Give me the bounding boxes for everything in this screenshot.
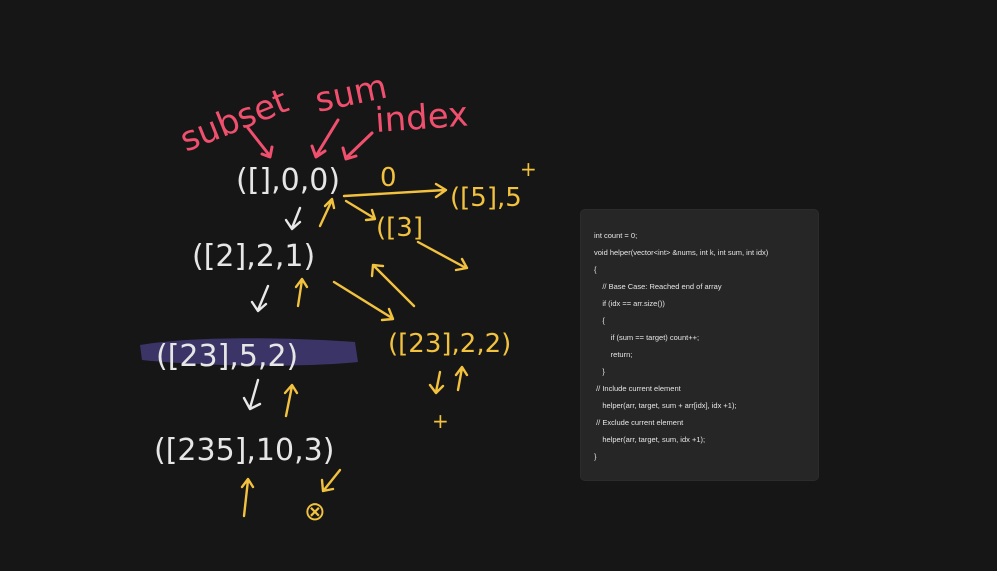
arrow-left2-down — [242, 378, 262, 411]
node-left2: ([23],5,2) — [156, 339, 298, 374]
label-subset: subset — [174, 81, 294, 160]
code-line: helper(arr, target, sum, idx +1); — [594, 435, 706, 444]
code-line: void helper(vector<int> &nums, int k, in… — [594, 248, 769, 257]
arrow-right2-up-2 — [454, 365, 469, 392]
arrow-right1-down — [416, 240, 469, 272]
arrow-left1-to-right2 — [332, 280, 395, 322]
node-left3: ([235],10,3) — [154, 433, 334, 468]
code-line: int count = 0; — [594, 231, 638, 240]
code-line: } — [594, 367, 605, 376]
node-circle-x: ⊗ — [304, 497, 326, 527]
node-left1: ([2],2,1) — [192, 239, 315, 274]
node-right2: ([23],2,2) — [388, 329, 511, 359]
code-block: int count = 0; void helper(vector<int> &… — [594, 227, 768, 465]
highlight-stroke — [140, 338, 358, 366]
code-card: int count = 0; void helper(vector<int> &… — [581, 210, 818, 480]
arrow-bottom-up — [240, 477, 255, 518]
arrow-to-circle-x — [320, 468, 342, 493]
code-line: // Exclude current element — [594, 418, 684, 427]
node-right1: ([3] — [376, 213, 423, 243]
arrow-left1-up — [318, 197, 336, 228]
arrow-right2-up — [370, 263, 416, 308]
node-root: ([],0,0) — [236, 163, 340, 198]
arrow-root-right — [344, 199, 377, 222]
code-line: // Base Case: Reached end of array — [594, 282, 722, 291]
node-far-right: ([5],5 — [450, 183, 522, 213]
arrow-right2-down — [428, 370, 445, 395]
arrow-root-down — [284, 206, 302, 231]
code-line: { — [594, 265, 597, 274]
arrow-subset-to-root — [246, 126, 274, 159]
arrow-left1-down — [250, 284, 270, 313]
arrow-sum-to-root — [310, 118, 340, 159]
code-line: { — [594, 316, 605, 325]
node-root-sum: 0 — [380, 163, 397, 193]
arrow-left2-up — [294, 277, 309, 308]
node-cross: + — [432, 409, 449, 433]
arrow-index-to-root — [341, 131, 374, 161]
code-line: if (idx == arr.size()) — [594, 299, 665, 308]
arrow-root-far-right — [342, 182, 448, 199]
code-line: } — [594, 452, 597, 461]
arrow-left3-up — [283, 383, 299, 418]
code-line: if (sum == target) count++; — [594, 333, 700, 342]
code-line: helper(arr, target, sum + arr[idx], idx … — [594, 401, 737, 410]
label-index: index — [374, 95, 470, 141]
code-line: // Include current element — [594, 384, 681, 393]
code-line: return; — [594, 350, 633, 359]
node-plus: + — [520, 157, 537, 181]
